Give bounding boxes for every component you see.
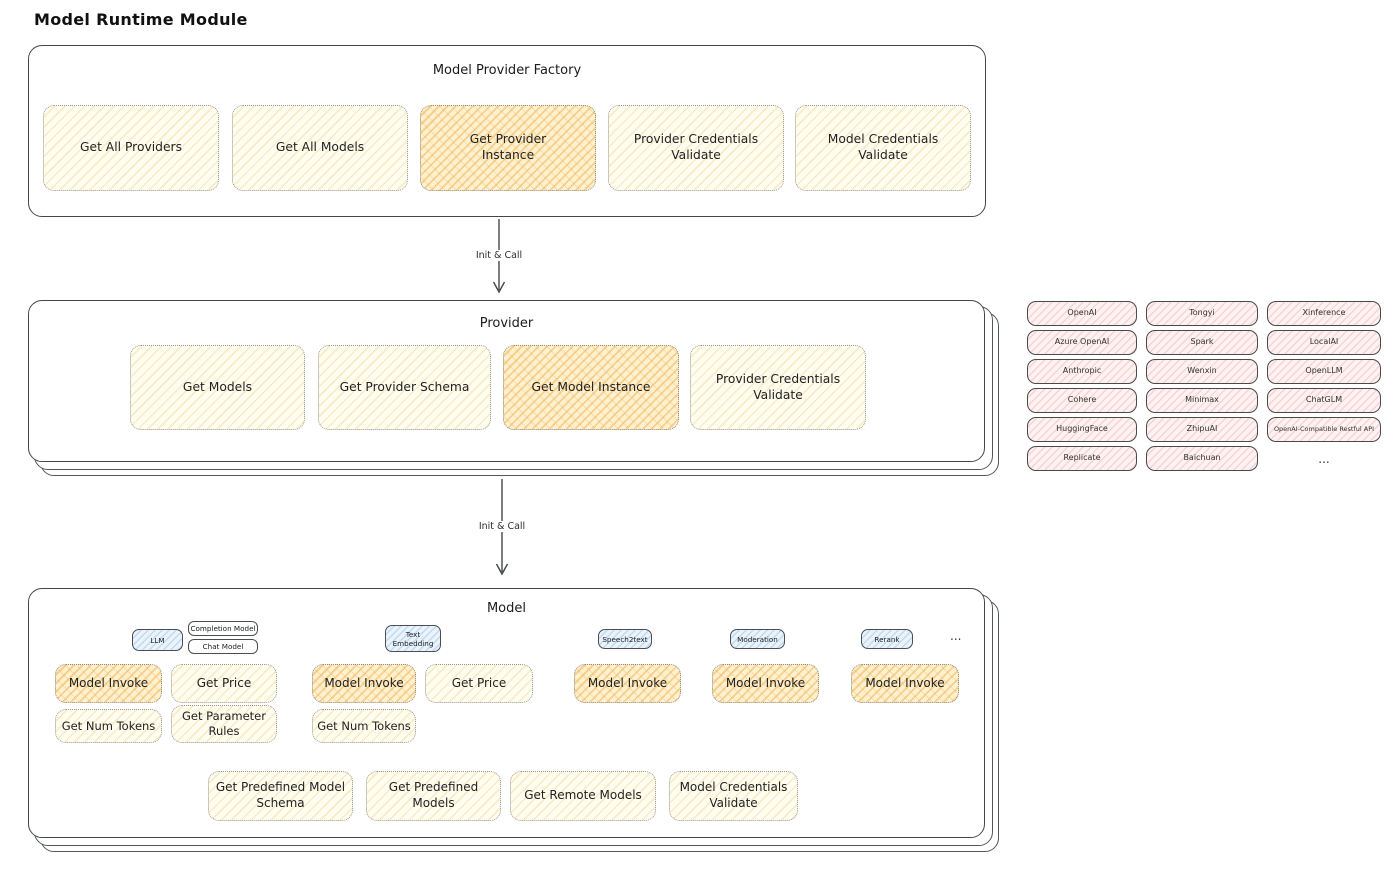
tag-speech2text: Speech2text — [598, 629, 652, 649]
provider-pill-wenxin: Wenxin — [1146, 359, 1258, 384]
provider-pill-replicate: Replicate — [1027, 446, 1137, 471]
provider-pill-anthropic: Anthropic — [1027, 359, 1137, 384]
node-get-num-tokens-llm: Get Num Tokens — [55, 709, 162, 743]
model-tags-more-ellipsis: ... — [950, 629, 962, 643]
node-get-num-tokens-embedding: Get Num Tokens — [312, 709, 416, 743]
arrow-label-init-call-1: Init & Call — [463, 250, 535, 261]
tag-chat-model: Chat Model — [188, 639, 258, 654]
node-get-predefined-models: Get Predefined Models — [366, 771, 501, 821]
provider-pill-huggingface: HuggingFace — [1027, 417, 1137, 442]
factory-panel: Model Provider Factory Get All Providers… — [28, 45, 986, 217]
node-get-all-providers: Get All Providers — [43, 105, 219, 191]
node-model-invoke-rerank: Model Invoke — [851, 664, 959, 703]
provider-pill-cohere: Cohere — [1027, 388, 1137, 413]
provider-pill-xinference: Xinference — [1267, 301, 1381, 326]
provider-pill-openllm: OpenLLM — [1267, 359, 1381, 384]
provider-pill-baichuan: Baichuan — [1146, 446, 1258, 471]
tag-moderation: Moderation — [730, 629, 785, 649]
node-model-credentials-validate-2: Model Credentials Validate — [669, 771, 798, 821]
node-model-invoke-embedding: Model Invoke — [312, 664, 416, 703]
node-get-predefined-model-schema: Get Predefined Model Schema — [208, 771, 353, 821]
provider-pill-openai: OpenAI — [1027, 301, 1137, 326]
providers-grid: OpenAI Tongyi Xinference Azure OpenAI Sp… — [1027, 301, 1381, 471]
node-provider-credentials-validate: Provider Credentials Validate — [608, 105, 784, 191]
provider-pill-zhipuai: ZhipuAI — [1146, 417, 1258, 442]
provider-pill-localai: LocalAI — [1267, 330, 1381, 355]
tag-rerank: Rerank — [861, 629, 913, 649]
node-get-models: Get Models — [130, 345, 305, 430]
node-get-provider-instance: Get Provider Instance — [420, 105, 596, 191]
provider-pill-openai-compatible: OpenAI-Compatible Restful API — [1267, 417, 1381, 442]
node-provider-credentials-validate-2: Provider Credentials Validate — [690, 345, 866, 430]
tag-llm: LLM — [132, 629, 183, 651]
provider-pill-azure-openai: Azure OpenAI — [1027, 330, 1137, 355]
node-model-invoke-moderation: Model Invoke — [712, 664, 819, 703]
tag-completion-model: Completion Model — [188, 621, 258, 636]
provider-pill-tongyi: Tongyi — [1146, 301, 1258, 326]
node-get-price-embedding: Get Price — [425, 664, 533, 703]
provider-panel: Provider Get Models Get Provider Schema … — [28, 300, 999, 476]
node-get-provider-schema: Get Provider Schema — [318, 345, 491, 430]
providers-more-ellipsis: ... — [1318, 451, 1330, 466]
model-panel-title: Model — [486, 601, 527, 616]
arrow-label-init-call-2: Init & Call — [466, 521, 538, 532]
node-get-model-instance: Get Model Instance — [503, 345, 679, 430]
provider-panel-title: Provider — [479, 316, 534, 331]
node-get-price-llm: Get Price — [171, 664, 277, 703]
provider-pill-chatglm: ChatGLM — [1267, 388, 1381, 413]
node-get-remote-models: Get Remote Models — [510, 771, 656, 821]
provider-pill-spark: Spark — [1146, 330, 1258, 355]
node-get-parameter-rules: Get Parameter Rules — [171, 705, 277, 743]
factory-panel-title: Model Provider Factory — [432, 63, 582, 78]
model-panel: Model LLM Completion Model Chat Model Te… — [28, 588, 999, 852]
provider-pill-minimax: Minimax — [1146, 388, 1258, 413]
node-model-invoke-speech2text: Model Invoke — [574, 664, 681, 703]
tag-text-embedding: Text Embedding — [385, 625, 441, 652]
node-model-credentials-validate: Model Credentials Validate — [795, 105, 971, 191]
diagram-title: Model Runtime Module — [34, 10, 248, 29]
node-model-invoke-llm: Model Invoke — [55, 664, 162, 703]
node-get-all-models: Get All Models — [232, 105, 408, 191]
